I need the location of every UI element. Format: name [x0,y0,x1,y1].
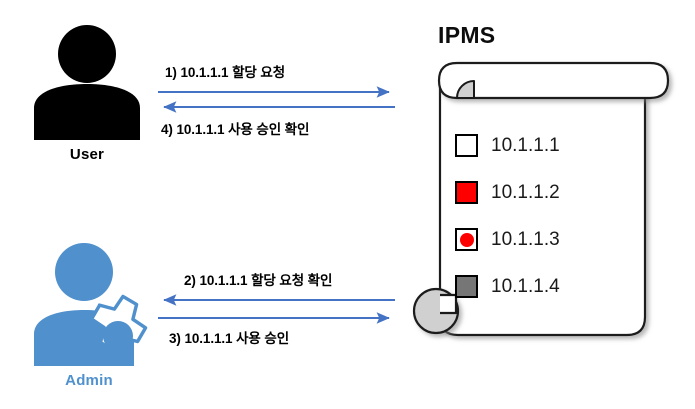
status-swatch-pending [455,228,478,251]
status-swatch-reserved [455,275,478,298]
list-item[interactable]: 10.1.1.4 [455,263,645,310]
admin-label: Admin [65,372,113,389]
ipms-title: IPMS [438,22,496,48]
gear-icon [89,294,148,353]
ip-address: 10.1.1.4 [491,276,560,297]
list-item[interactable]: 10.1.1.1 [455,122,645,169]
scroll-bottom-notch [440,293,458,315]
message-2-label: 2) 10.1.1.1 할당 요청 확인 [184,273,333,288]
red-dot-icon [459,232,474,247]
list-item[interactable]: 10.1.1.2 [455,169,645,216]
ip-address: 10.1.1.3 [491,229,560,250]
admin-icon [34,243,148,366]
list-item[interactable]: 10.1.1.3 [455,216,645,263]
status-swatch-available [455,134,478,157]
user-icon [34,25,140,140]
ip-address-list: 10.1.1.1 10.1.1.2 10.1.1.3 10.1.1.4 [455,122,645,310]
admin-head-icon [55,243,113,301]
ip-address: 10.1.1.2 [491,182,560,203]
user-label: User [69,146,105,163]
scroll-top-curl [456,80,475,99]
message-1-label: 1) 10.1.1.1 할당 요청 [165,65,286,80]
message-3-label: 3) 10.1.1.1 사용 승인 [169,331,290,346]
scroll-shape [412,61,670,337]
scroll-top-roll [437,61,670,100]
ip-address: 10.1.1.1 [491,135,560,156]
status-swatch-assigned [455,181,478,204]
message-4-label: 4) 10.1.1.1 사용 승인 확인 [161,122,310,137]
